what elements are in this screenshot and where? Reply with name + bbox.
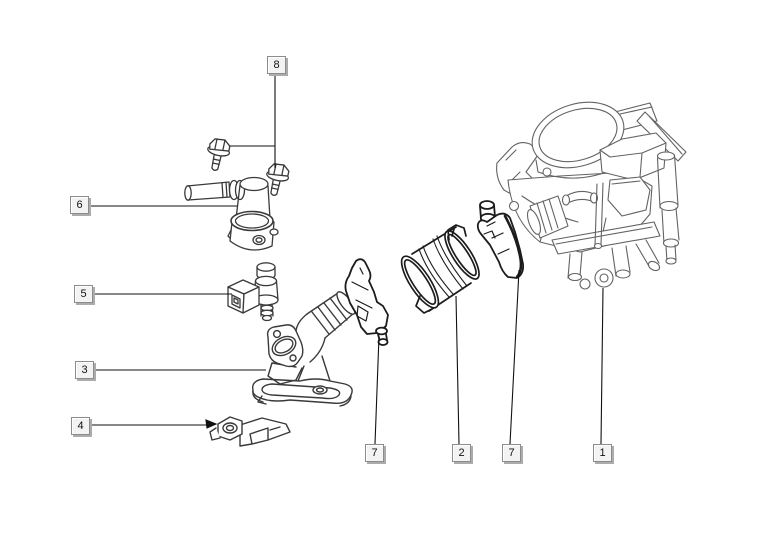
leader-line-2 <box>455 295 460 445</box>
leader-lines <box>89 74 604 445</box>
callout-part-1[interactable]: 1 <box>593 444 612 462</box>
callout-part-7b[interactable]: 7 <box>502 444 521 462</box>
part-5-drawing <box>227 262 279 322</box>
callout-part-5[interactable]: 5 <box>74 285 93 303</box>
callout-part-6[interactable]: 6 <box>70 196 89 214</box>
callout-part-3[interactable]: 3 <box>75 361 94 379</box>
part-1-drawing <box>496 101 687 290</box>
leader-arrow-4 <box>205 419 218 429</box>
part-4-drawing <box>209 416 291 447</box>
part-7b-drawing <box>476 200 525 279</box>
callout-part-4[interactable]: 4 <box>71 417 90 435</box>
leader-line-1 <box>600 287 604 445</box>
part-8-drawing <box>207 138 292 199</box>
callout-part-7a[interactable]: 7 <box>365 444 384 462</box>
leader-line-7b <box>509 269 520 445</box>
leader-line-8 <box>230 74 276 168</box>
callout-part-2[interactable]: 2 <box>452 444 471 462</box>
part-7a-drawing <box>344 258 389 346</box>
part-3-drawing <box>252 291 356 407</box>
callout-part-8[interactable]: 8 <box>267 56 286 74</box>
part-2-drawing <box>400 224 480 314</box>
part-6-drawing <box>184 176 279 251</box>
leader-line-7a <box>374 335 380 445</box>
